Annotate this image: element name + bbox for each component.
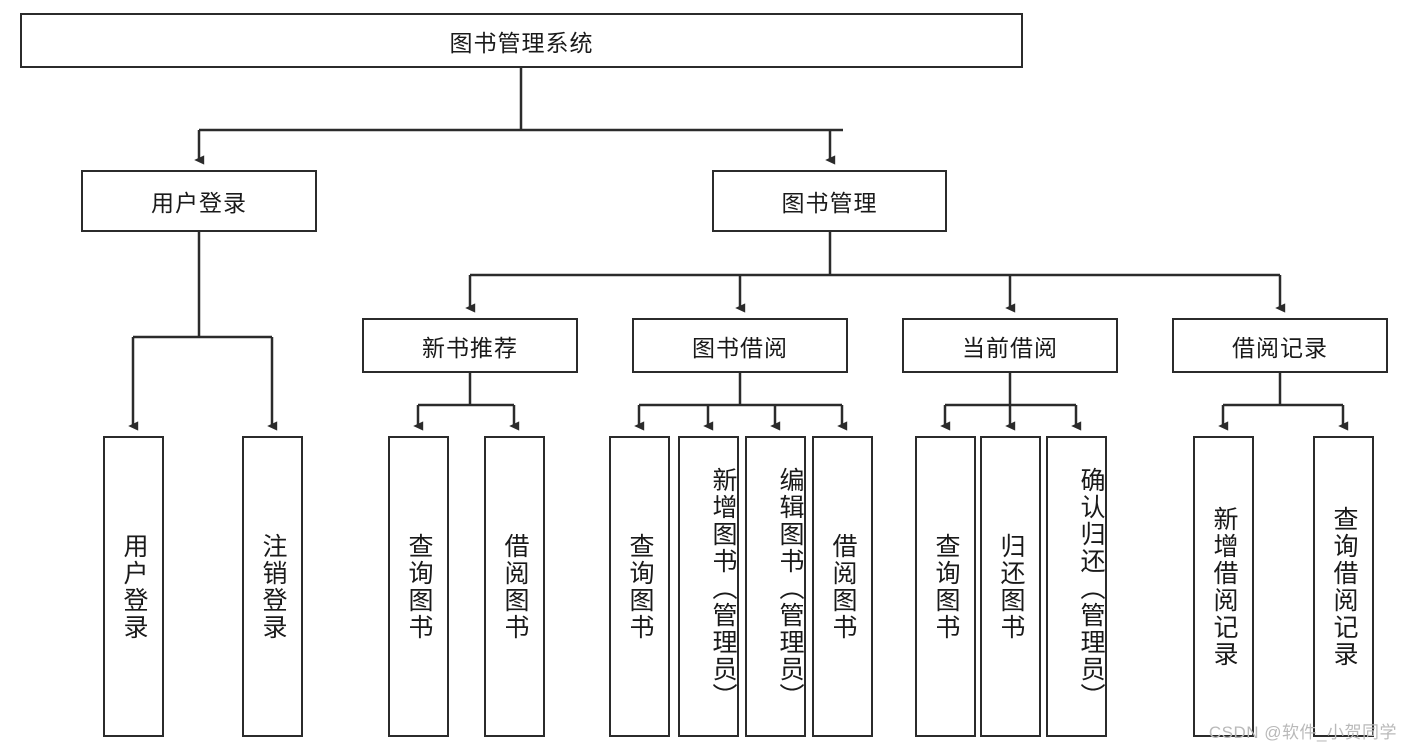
leaf-user-logout[interactable]: 注销登录 <box>242 436 303 737</box>
leaf-record-add[interactable]: 新增借阅记录 <box>1193 436 1254 737</box>
leaf-user-login[interactable]: 用户登录 <box>103 436 164 737</box>
node-new-book-recommend[interactable]: 新书推荐 <box>362 318 578 373</box>
leaf-record-search[interactable]: 查询借阅记录 <box>1313 436 1374 737</box>
leaf-recommend-query-book[interactable]: 查询图书 <box>388 436 449 737</box>
node-book-borrow[interactable]: 图书借阅 <box>632 318 848 373</box>
node-user-login[interactable]: 用户登录 <box>81 170 317 232</box>
leaf-current-confirm-return-admin[interactable]: 确认归还（管理员） <box>1046 436 1107 737</box>
node-root[interactable]: 图书管理系统 <box>20 13 1023 68</box>
leaf-current-return-book[interactable]: 归还图书 <box>980 436 1041 737</box>
leaf-borrow-lend-book[interactable]: 借阅图书 <box>812 436 873 737</box>
node-book-manage[interactable]: 图书管理 <box>712 170 947 232</box>
leaf-current-query-book[interactable]: 查询图书 <box>915 436 976 737</box>
leaf-borrow-edit-book-admin[interactable]: 编辑图书（管理员） <box>745 436 806 737</box>
csdn-watermark: CSDN @软件_小贺同学 <box>1208 723 1397 742</box>
node-current-borrow[interactable]: 当前借阅 <box>902 318 1118 373</box>
leaf-borrow-add-book-admin[interactable]: 新增图书（管理员） <box>678 436 739 737</box>
leaf-borrow-query-book[interactable]: 查询图书 <box>609 436 670 737</box>
leaf-recommend-borrow-book[interactable]: 借阅图书 <box>484 436 545 737</box>
node-borrow-record[interactable]: 借阅记录 <box>1172 318 1388 373</box>
